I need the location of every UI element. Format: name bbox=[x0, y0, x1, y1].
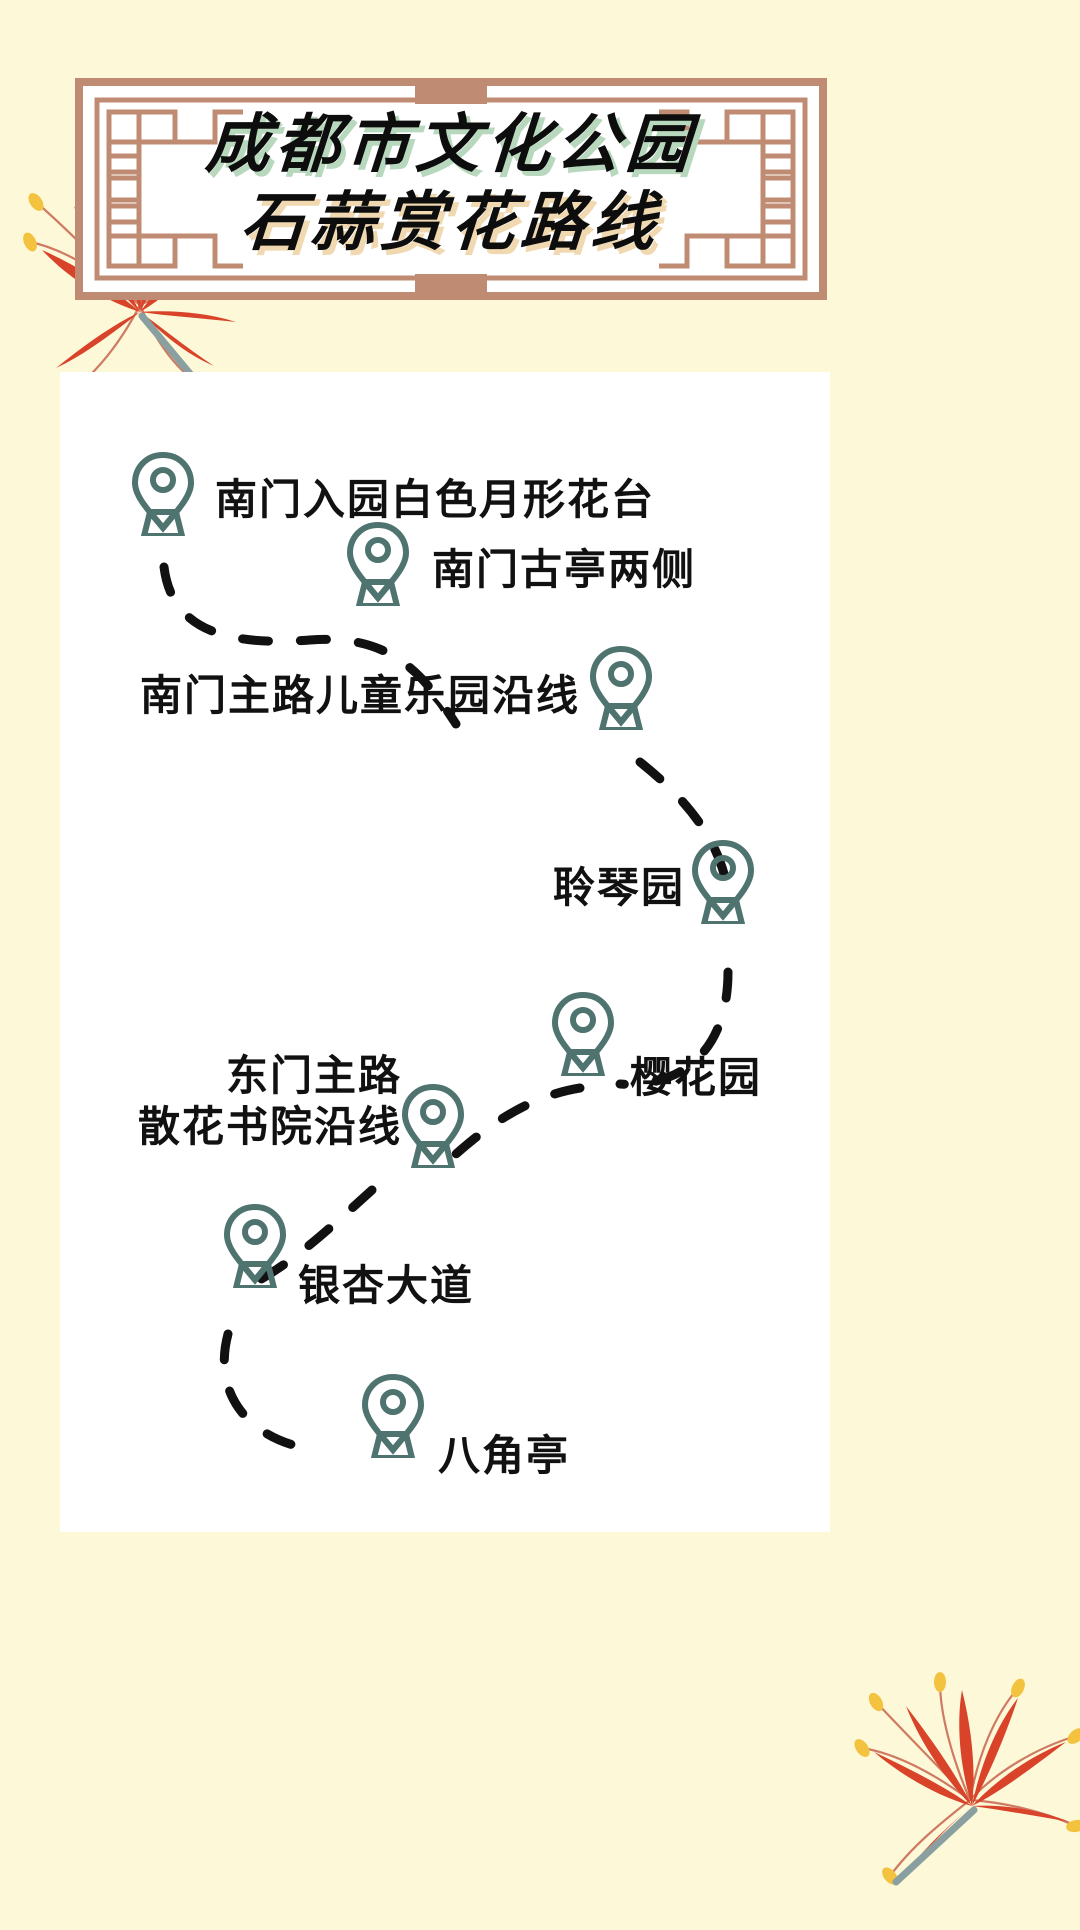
route-stop-4-label: 聆琴园 bbox=[552, 864, 685, 911]
route-stop-3-label: 南门主路儿童乐园沿线 bbox=[139, 672, 580, 719]
route-stop-2-label: 南门古亭两侧 bbox=[432, 546, 697, 593]
route-stop-7-label: 银杏大道 bbox=[298, 1262, 475, 1309]
route-stop-6-label: 东门主路 散花书院沿线 bbox=[137, 1052, 402, 1151]
map-pin-icon[interactable] bbox=[550, 990, 616, 1076]
map-pin-icon[interactable] bbox=[588, 644, 654, 730]
route-stop-5-label: 樱花园 bbox=[630, 1054, 763, 1101]
red-spider-lily-bottom bbox=[854, 1672, 1080, 1886]
title-line-1: 成都市文化公园 bbox=[203, 109, 699, 180]
page-title: 成都市文化公园 石蒜赏花路线 bbox=[75, 106, 827, 262]
banner-frame-motif bbox=[75, 78, 827, 300]
map-pin-icon[interactable] bbox=[130, 450, 196, 536]
map-pin-icon[interactable] bbox=[345, 520, 411, 606]
map-pin-icon[interactable] bbox=[690, 838, 756, 924]
route-stop-1-label: 南门入园白色月形花台 bbox=[215, 476, 656, 523]
map-pin-icon[interactable] bbox=[222, 1202, 288, 1288]
map-pin-icon[interactable] bbox=[360, 1372, 426, 1458]
map-pin-icon[interactable] bbox=[400, 1082, 466, 1168]
route-map-card: 南门入园白色月形花台 南门古亭两侧 南门主路儿童乐园沿线 聆琴园 bbox=[60, 372, 830, 1532]
title-line-2: 石蒜赏花路线 bbox=[238, 187, 664, 259]
route-stop-8-label: 八角亭 bbox=[438, 1432, 571, 1479]
header-banner: 成都市文化公园 石蒜赏花路线 bbox=[75, 78, 827, 300]
